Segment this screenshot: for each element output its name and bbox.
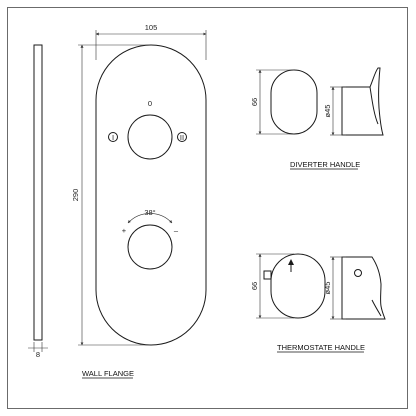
diverter-position-one: I [112,133,114,142]
diverter-position-two-marker [177,132,187,142]
flange-side-profile [33,44,43,341]
thermostat-knob-front [127,224,173,270]
diverter-position-zero: 0 [148,99,152,108]
thermostat-handle-front [270,253,326,319]
flange-oval-plate [95,44,207,346]
diverter-handle-label: DIVERTER HANDLE [290,160,360,169]
diverter-handle-side [341,67,384,136]
rotation-angle-value: 38° [144,208,155,217]
diverter-handle-views: 66 ø45 [250,67,384,136]
drawing-frame [7,7,408,409]
rotation-arc [127,213,173,224]
wall-flange-label: WALL FLANGE [82,369,134,378]
diverter-handle-front [270,69,318,135]
thermostat-indicator-arrow [288,259,294,265]
wall-flange-side-view: 8 [28,44,48,359]
diverter-handle-side-curve [369,86,379,125]
diverter-height-value: 66 [250,98,259,106]
rotation-plus-sign: + [122,226,127,235]
thermostat-diameter-value: ø45 [323,282,332,295]
wall-flange-front-view: 105 290 0 I II 38° + – [71,23,207,346]
thermostat-height-value: 66 [250,282,259,290]
thermostate-handle-label: THERMOSTATE HANDLE [277,343,365,352]
width-value: 105 [145,23,158,32]
flange-thickness-value: 8 [36,350,40,359]
diverter-position-one-marker [108,132,118,142]
rotation-minus-sign: – [174,226,179,235]
diverter-diameter-value: ø45 [323,105,332,118]
thermostat-screw-hole [354,269,362,277]
thermostat-handle-side [341,256,386,320]
thermostat-stop-tab [263,270,272,280]
height-value: 290 [71,189,80,202]
diverter-position-two: II [180,133,184,142]
thermostat-handle-views: 66 ø45 [250,253,386,320]
diverter-knob-front [127,114,173,160]
thermostat-handle-side-curve [371,299,382,317]
